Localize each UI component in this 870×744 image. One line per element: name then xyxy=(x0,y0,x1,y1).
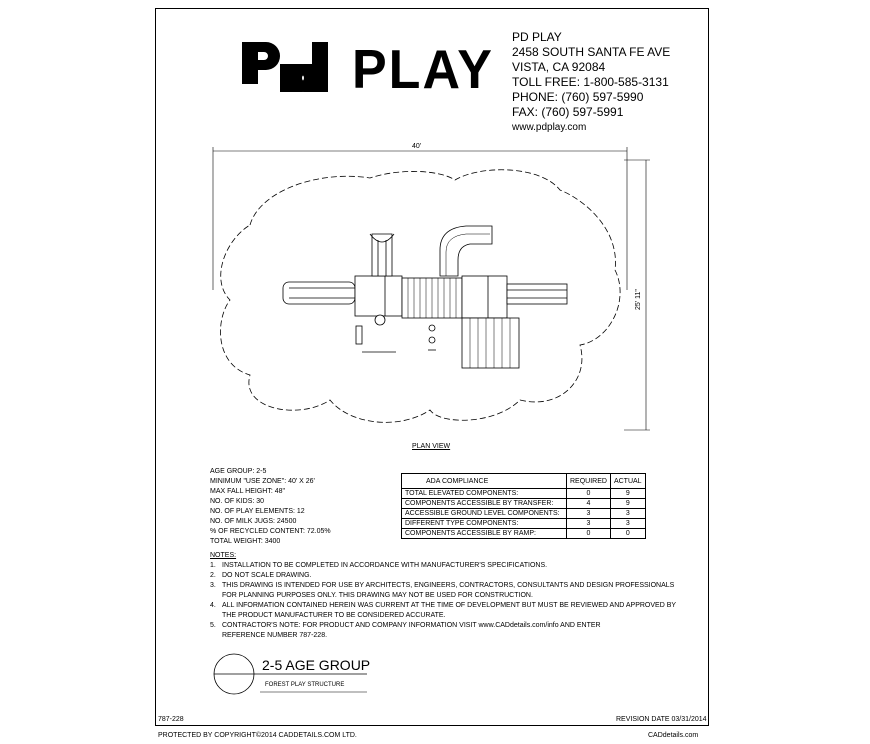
table-header-row: ADA COMPLIANCE REQUIRED ACTUAL xyxy=(401,473,646,489)
spec-age-group: AGE GROUP: 2-5 xyxy=(210,468,267,475)
pd-logo-icon xyxy=(242,42,328,92)
note-number: 5. xyxy=(210,622,216,629)
specs-list: AGE GROUP: 2-5 MINIMUM "USE ZONE": 40' X… xyxy=(210,467,331,547)
table-cell: 0 xyxy=(566,488,611,499)
note-item: 1. INSTALLATION TO BE COMPLETED IN ACCORD… xyxy=(210,561,676,571)
table-row: ACCESSIBLE GROUND LEVEL COMPONENTS: 3 3 xyxy=(401,508,646,519)
note-text: ALL INFORMATION CONTAINED HEREIN WAS CUR… xyxy=(222,602,677,609)
table-row: DIFFERENT TYPE COMPONENTS: 3 3 xyxy=(401,518,646,529)
table-row: COMPONENTS ACCESSIBLE BY TRANSFER: 4 9 xyxy=(401,498,646,509)
brand-text: PLAY xyxy=(352,39,494,101)
use-zone-outline xyxy=(220,169,621,423)
table-cell: 3 xyxy=(609,508,646,519)
table-cell: TOTAL ELEVATED COMPONENTS: xyxy=(401,488,567,499)
note-item: 4. ALL INFORMATION CONTAINED HEREIN WAS C… xyxy=(210,601,676,611)
company-name: PD PLAY xyxy=(512,30,562,44)
note-number: 2. xyxy=(210,572,216,579)
ada-compliance-table: ADA COMPLIANCE REQUIRED ACTUAL TOTAL ELE… xyxy=(401,473,646,539)
width-dimension: 40' xyxy=(412,143,421,150)
spec-use-zone: MINIMUM "USE ZONE": 40' X 26' xyxy=(210,478,315,485)
spec-play-elements: NO. OF PLAY ELEMENTS: 12 xyxy=(210,508,305,515)
table-cell: COMPONENTS ACCESSIBLE BY TRANSFER: xyxy=(401,498,567,509)
note-item: 5. CONTRACTOR'S NOTE: FOR PRODUCT AND COM… xyxy=(210,621,676,631)
spec-kids: NO. OF KIDS: 30 xyxy=(210,498,265,505)
column-header: ADA COMPLIANCE xyxy=(401,473,567,489)
note-text: THIS DRAWING IS INTENDED FOR USE BY ARCH… xyxy=(222,582,675,589)
reference-number: 787-228 xyxy=(158,716,184,723)
note-text: CONTRACTOR'S NOTE: FOR PRODUCT AND COMPA… xyxy=(222,622,601,629)
table-cell: 4 xyxy=(566,498,611,509)
phone: PHONE: (760) 597-5990 xyxy=(512,90,644,104)
table-cell: 3 xyxy=(566,508,611,519)
title-block-title: 2-5 AGE GROUP xyxy=(262,657,371,673)
spec-recycled: % OF RECYCLED CONTENT: 72.05% xyxy=(210,528,331,535)
company-contact-block: PD PLAY 2458 SOUTH SANTA FE AVE VISTA, C… xyxy=(512,30,670,135)
table-cell: COMPONENTS ACCESSIBLE BY RAMP: xyxy=(401,528,567,539)
drawing-sheet-border xyxy=(155,8,709,726)
spec-fall-height: MAX FALL HEIGHT: 48" xyxy=(210,488,285,495)
table-cell: 0 xyxy=(566,528,611,539)
title-block-symbol xyxy=(213,653,367,695)
table-cell: ACCESSIBLE GROUND LEVEL COMPONENTS: xyxy=(401,508,567,519)
note-text: INSTALLATION TO BE COMPLETED IN ACCORDAN… xyxy=(222,562,548,569)
notes-section: NOTES: 1. INSTALLATION TO BE COMPLETED IN… xyxy=(210,551,676,641)
toll-free: TOLL FREE: 1-800-585-3131 xyxy=(512,75,669,89)
table-cell: 0 xyxy=(609,528,646,539)
note-item: 3. THIS DRAWING IS INTENDED FOR USE BY AR… xyxy=(210,581,676,591)
column-header: REQUIRED xyxy=(566,473,611,489)
copyright-text: PROTECTED BY COPYRIGHT©2014 CADDETAILS.C… xyxy=(158,732,357,739)
table-row: COMPONENTS ACCESSIBLE BY RAMP: 0 0 xyxy=(401,528,646,539)
notes-title: NOTES: xyxy=(210,552,237,559)
note-text: FOR PLANNING PURPOSES ONLY. THIS DRAWING… xyxy=(222,592,533,599)
dimension-lines xyxy=(212,147,650,431)
play-structure xyxy=(282,225,568,369)
revision-date: REVISION DATE 03/31/2014 xyxy=(616,716,707,723)
website-link[interactable]: www.pdplay.com xyxy=(512,122,587,133)
height-dimension: 25' 11" xyxy=(635,289,642,310)
title-block-subtitle: FOREST PLAY STRUCTURE xyxy=(265,682,345,688)
column-header: ACTUAL xyxy=(609,473,646,489)
table-cell: 3 xyxy=(566,518,611,529)
table-cell: 9 xyxy=(609,488,646,499)
fax: FAX: (760) 597-5991 xyxy=(512,105,624,119)
note-number: 3. xyxy=(210,582,216,589)
spec-milk-jugs: NO. OF MILK JUGS: 24500 xyxy=(210,518,297,525)
table-cell: 9 xyxy=(609,498,646,509)
note-item: 2. DO NOT SCALE DRAWING. xyxy=(210,571,676,581)
table-row: TOTAL ELEVATED COMPONENTS: 0 9 xyxy=(401,488,646,499)
plan-view-label: PLAN VIEW xyxy=(412,443,451,450)
address-line-1: 2458 SOUTH SANTA FE AVE xyxy=(512,45,671,59)
note-text: DO NOT SCALE DRAWING. xyxy=(222,572,312,579)
caddetails-link[interactable]: CADdetails.com xyxy=(648,732,699,739)
address-line-2: VISTA, CA 92084 xyxy=(512,60,606,74)
note-number: 4. xyxy=(210,602,216,609)
note-text: THE PRODUCT MANUFACTURER TO BE CONSIDERE… xyxy=(222,612,446,619)
spec-weight: TOTAL WEIGHT: 3400 xyxy=(210,538,281,545)
note-number: 1. xyxy=(210,562,216,569)
table-cell: 3 xyxy=(609,518,646,529)
table-cell: DIFFERENT TYPE COMPONENTS: xyxy=(401,518,567,529)
note-text: REFERENCE NUMBER 787-228. xyxy=(222,632,328,639)
